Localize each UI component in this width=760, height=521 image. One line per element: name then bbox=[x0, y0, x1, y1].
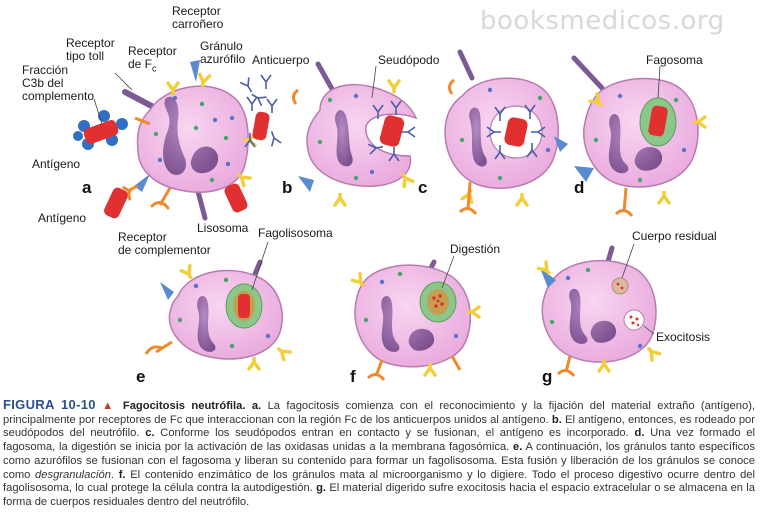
caption-e-italic: desgranulación bbox=[35, 468, 111, 481]
caption-title: Fagocitosis neutrófila. bbox=[122, 400, 246, 412]
panel-f-cell bbox=[350, 259, 481, 381]
label-granulo-1: Gránulo bbox=[200, 39, 243, 53]
panel-letter-e: e bbox=[136, 367, 146, 386]
caption-e-key: e. bbox=[513, 441, 523, 454]
label-fagosoma: Fagosoma bbox=[646, 53, 703, 67]
panel-c-cell bbox=[444, 49, 568, 215]
phagocytosis-figure bbox=[73, 49, 707, 381]
label-receptor-carronero-2: carroñero bbox=[172, 17, 224, 31]
label-receptor-fc-sub: c bbox=[152, 63, 157, 74]
label-antigeno-bottom: Antígeno bbox=[38, 211, 87, 225]
caption-d-text: Una vez formado el fagosoma, la digestió… bbox=[3, 427, 755, 454]
caption-b-text: El antígeno, entonces, es rodeado por se… bbox=[3, 413, 756, 440]
panel-letter-b: b bbox=[282, 178, 293, 197]
label-fraccion: Fracción bbox=[22, 63, 69, 77]
caption-a-key: a. bbox=[251, 400, 262, 412]
label-anticuerpo: Anticuerpo bbox=[252, 53, 310, 67]
residual-body bbox=[611, 277, 629, 295]
label-receptor-carronero-1: Receptor bbox=[172, 4, 221, 18]
label-c3b-del: C3b del bbox=[22, 76, 64, 90]
label-fagolisosoma: Fagolisosoma bbox=[258, 226, 333, 240]
watermark: booksmedicos.org bbox=[480, 6, 725, 36]
cell-membrane bbox=[136, 85, 249, 193]
label-cuerpo-residual: Cuerpo residual bbox=[632, 229, 717, 243]
label-digestion: Digestión bbox=[450, 242, 501, 256]
caption-triangle-icon: ▲ bbox=[102, 400, 117, 412]
label-receptor-toll-2: tipo toll bbox=[66, 49, 105, 63]
label-lisosoma: Lisosoma bbox=[197, 221, 249, 235]
label-seudopodo: Seudópodo bbox=[378, 53, 440, 67]
panel-letter-d: d bbox=[574, 178, 585, 197]
label-exocitosis: Exocitosis bbox=[656, 330, 711, 344]
label-antigeno-top: Antígeno bbox=[32, 157, 81, 171]
panel-letter-f: f bbox=[350, 367, 356, 386]
label-receptor-complementor-1: Receptor bbox=[118, 230, 167, 244]
caption-number: 10-10 bbox=[61, 397, 96, 412]
caption-g-key: g. bbox=[316, 482, 327, 495]
panel-a-cell bbox=[122, 60, 257, 221]
caption-c-text: Conforme los seudópodos entran en contac… bbox=[160, 427, 629, 440]
caption-f-text: El contenido enzimático de los gránulos … bbox=[3, 468, 756, 495]
panel-letter-a: a bbox=[82, 178, 92, 197]
label-receptor-complementor-2: de complementor bbox=[118, 243, 211, 257]
antigen-with-c3b bbox=[73, 110, 128, 150]
panel-d-cell bbox=[571, 55, 707, 217]
caption-c-key: c. bbox=[145, 427, 155, 440]
label-complemento: complemento bbox=[22, 89, 95, 103]
exocytosis-vesicle bbox=[623, 309, 645, 331]
complement-receptor bbox=[150, 201, 170, 210]
label-receptor-fc-1: Receptor bbox=[128, 44, 177, 58]
caption-f-key: f. bbox=[118, 468, 126, 481]
caption-b-key: b. bbox=[551, 413, 562, 426]
granules bbox=[153, 95, 235, 183]
figure-caption: FIGURA 10-10 ▲ Fagocitosis neutrófila. a… bbox=[3, 397, 756, 508]
panel-g-cell bbox=[536, 245, 662, 377]
scavenger-receptor bbox=[190, 60, 200, 82]
antigen-with-antibodies bbox=[239, 74, 282, 148]
caption-g-text: El material digerido sufre exocitosis ha… bbox=[3, 482, 755, 508]
panel-letter-g: g bbox=[542, 367, 553, 386]
caption-a-text: La fagocitosis comienza con el reconocim… bbox=[3, 400, 756, 426]
panel-e-cell bbox=[144, 259, 292, 371]
caption-figura: FIGURA bbox=[3, 397, 55, 412]
label-receptor-toll-1: Receptor bbox=[66, 36, 115, 50]
label-granulo-2: azurófilo bbox=[200, 52, 246, 66]
panel-letter-c: c bbox=[418, 178, 428, 197]
caption-e-text: A continuación, los gránulos tanto espec… bbox=[3, 441, 755, 481]
panel-b-cell bbox=[291, 61, 418, 207]
label-receptor-fc-2: de Fc bbox=[128, 57, 157, 74]
nucleus bbox=[163, 96, 219, 175]
scavenger-receptor bbox=[134, 174, 150, 192]
antigen-complement bbox=[104, 179, 248, 219]
caption-d-key: d. bbox=[634, 427, 645, 440]
